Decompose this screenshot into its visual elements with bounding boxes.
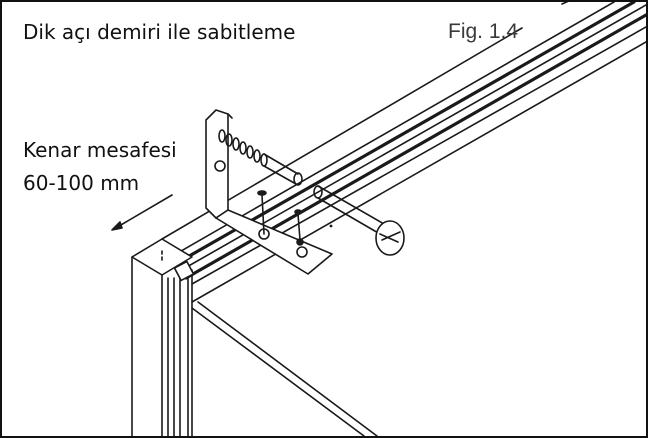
lag-screw xyxy=(313,185,405,256)
edge-distance-label: Kenar mesafesi 60-100 mm xyxy=(23,134,177,200)
page-title: Dik açı demiri ile sabitleme xyxy=(23,20,296,44)
lower-wall xyxy=(191,41,646,436)
right-angle-bracket xyxy=(205,109,333,275)
edge-distance-line2: 60-100 mm xyxy=(23,171,140,195)
figure-number: Fig. 1.4 xyxy=(448,20,519,43)
reference-dot xyxy=(329,224,333,228)
screw-icon xyxy=(257,190,302,241)
edge-distance-line1: Kenar mesafesi xyxy=(23,138,177,162)
bolt-icon xyxy=(218,129,303,186)
corner-block xyxy=(131,238,195,436)
direction-arrow-icon xyxy=(111,194,173,231)
